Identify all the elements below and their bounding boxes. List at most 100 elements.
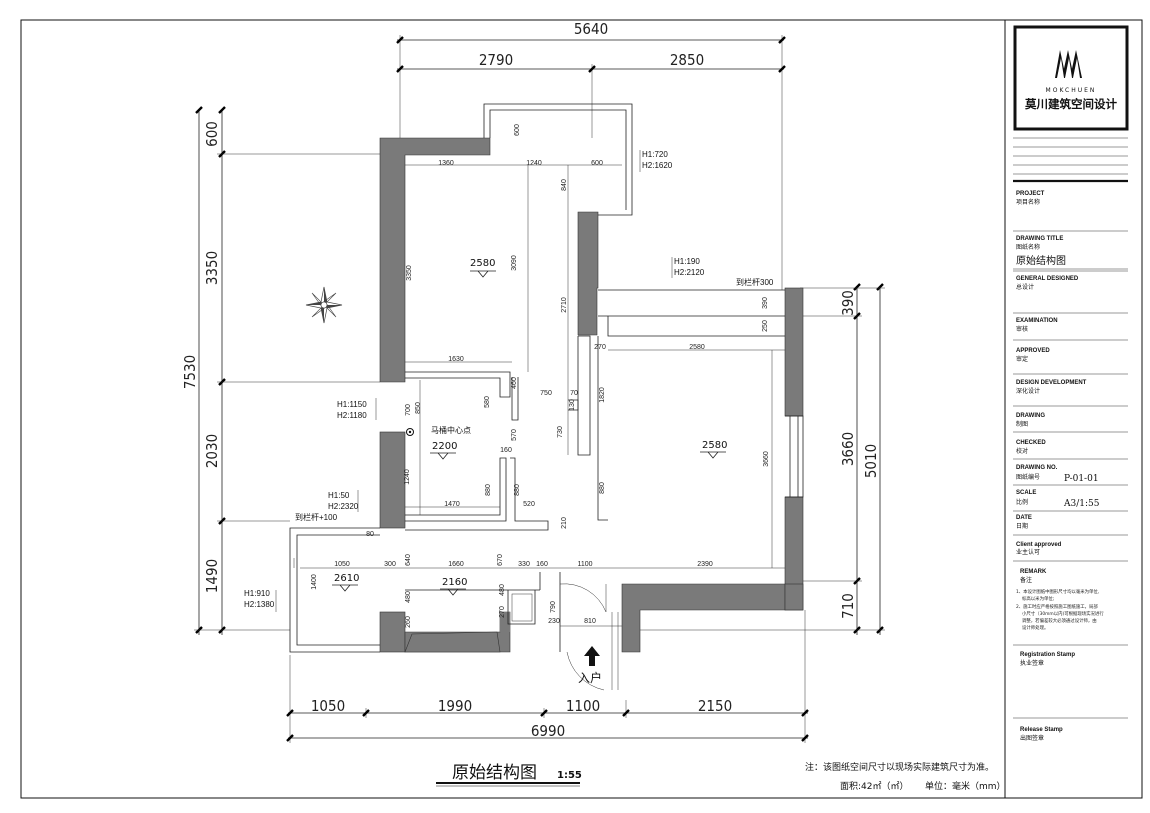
dim-700: 700 xyxy=(405,404,412,416)
no-en: DRAWING NO. xyxy=(1016,465,1058,471)
dim-600-h: 600 xyxy=(591,160,603,167)
toilet-center-marker: 马桶中心点 xyxy=(406,425,471,436)
dim-2710: 2710 xyxy=(561,297,568,313)
brand-cn: 莫川建筑空间设计 xyxy=(1024,97,1117,111)
drawing-title: 原始结构图 xyxy=(452,763,537,783)
dim-300: 300 xyxy=(384,561,396,568)
dim-3350-inner: 3350 xyxy=(406,265,413,281)
drawing-note: 注：该图纸空间尺寸以现场实际建筑尺寸为准。 xyxy=(805,761,994,773)
dim-480-b: 480 xyxy=(499,584,506,596)
dim-bottom-d: 2150 xyxy=(698,697,732,715)
inner-lines xyxy=(289,103,804,691)
entrance-label: 入户 xyxy=(578,670,602,685)
remark-line-2d: 设计师处理。 xyxy=(1022,624,1048,631)
dim-right-c: 710 xyxy=(839,593,857,619)
w2-h1: H1:190 xyxy=(674,257,700,266)
scale-en: SCALE xyxy=(1016,490,1036,496)
drawing-title-value: 原始结构图 xyxy=(1016,254,1066,267)
dim-600-v: 600 xyxy=(514,124,521,136)
w3-h1: H1:1150 xyxy=(337,400,367,409)
height-room-d: 2610 xyxy=(334,573,359,584)
w4-rail: 到栏杆+100 xyxy=(295,512,338,522)
dim-1050-inner: 1050 xyxy=(334,561,350,568)
walls xyxy=(379,137,804,653)
scale-value: A3/1:55 xyxy=(1063,499,1100,509)
drawing-scale: 1:55 xyxy=(557,770,582,781)
dim-1240-v: 1240 xyxy=(404,469,411,485)
compass-rose-icon xyxy=(305,286,343,324)
window-notes: H1:720 H2:1620 H1:190 H2:2120 到栏杆300 H1:… xyxy=(244,150,774,612)
registration-en: Registration Stamp xyxy=(1020,652,1075,658)
remark-line-2: 2、施工时应严格按照施工图纸施工，局部 xyxy=(1016,603,1098,610)
drawing-title-cn: 图纸名称 xyxy=(1016,243,1040,251)
drawing-cn: 制图 xyxy=(1016,420,1028,428)
entrance-marker: 入户 xyxy=(578,646,602,685)
remark-line-2c: 调整，若偏差较大必须通过设计师，由 xyxy=(1022,617,1097,624)
date-cn: 日期 xyxy=(1016,522,1028,530)
height-room-e: 2160 xyxy=(442,577,467,588)
dim-left-b: 3350 xyxy=(203,251,221,285)
scale-cn: 比例 xyxy=(1016,498,1028,506)
dev-en: DESIGN DEVELOPMENT xyxy=(1016,380,1087,386)
dim-810: 810 xyxy=(584,618,596,625)
client-cn: 业主认可 xyxy=(1016,548,1040,556)
dim-1400: 1400 xyxy=(311,574,318,590)
dim-1630: 1630 xyxy=(448,356,464,363)
dim-left-a: 600 xyxy=(203,121,221,147)
dim-bottom-total: 6990 xyxy=(531,722,565,740)
mokchuen-logo-icon xyxy=(1055,50,1082,78)
dim-570: 570 xyxy=(511,429,518,441)
dim-670: 670 xyxy=(497,554,504,566)
registration-cn: 执业签章 xyxy=(1020,659,1044,667)
dim-750: 750 xyxy=(540,390,552,397)
remark-line-1b: 标高以米为单位; xyxy=(1022,595,1054,602)
dim-70: 70 xyxy=(570,390,578,397)
dim-bottom-a: 1050 xyxy=(311,697,345,715)
dim-880-b: 880 xyxy=(485,484,492,496)
w1-h2: H2:1620 xyxy=(642,161,673,170)
dim-160: 160 xyxy=(500,447,512,454)
w4-h1: H1:50 xyxy=(328,491,350,500)
dim-850: 850 xyxy=(415,402,422,414)
approved-cn: 审定 xyxy=(1016,355,1028,363)
remark-line-2b: 小尺寸（30mm以内)可根据现场实况进行 xyxy=(1022,610,1104,617)
dim-80: 80 xyxy=(366,531,374,538)
dim-460: 460 xyxy=(511,377,518,389)
remark-en: REMARK xyxy=(1020,569,1047,575)
dim-top-b: 2850 xyxy=(670,51,704,69)
dim-top-total: 5640 xyxy=(574,20,608,38)
w5-h1: H1:910 xyxy=(244,589,270,598)
w2-rail: 到栏杆300 xyxy=(736,277,774,287)
remark-line-1: 1、本设计图纸中图形尺寸均以毫米为单位, xyxy=(1016,588,1099,595)
dim-left-d: 1490 xyxy=(203,559,221,593)
toilet-center-label: 马桶中心点 xyxy=(431,425,471,435)
dev-cn: 深化设计 xyxy=(1016,387,1040,395)
dim-1360: 1360 xyxy=(438,160,454,167)
dim-3660-inner: 3660 xyxy=(763,451,770,467)
dim-130: 130 xyxy=(569,399,576,411)
brand-en: MOKCHUEN xyxy=(1046,87,1097,94)
dim-840: 840 xyxy=(561,179,568,191)
client-en: Client approved xyxy=(1016,542,1062,548)
height-room-c: 2200 xyxy=(432,441,457,452)
w1-h1: H1:720 xyxy=(642,150,668,159)
drawing-unit: 单位：毫米（mm） xyxy=(925,780,1006,792)
drawing-area: 面积:42㎡（㎡） xyxy=(840,780,909,792)
approved-en: APPROVED xyxy=(1016,348,1050,354)
dim-880-a: 880 xyxy=(599,482,606,494)
dim-160-b: 160 xyxy=(536,561,548,568)
w3-h2: H2:1180 xyxy=(337,411,367,420)
w5-h2: H2:1380 xyxy=(244,600,275,609)
drawing-title-en: DRAWING TITLE xyxy=(1016,236,1063,242)
dim-bottom-c: 1100 xyxy=(566,697,600,715)
dim-left-total: 7530 xyxy=(181,355,199,389)
height-room-b: 2580 xyxy=(702,440,727,451)
dim-330: 330 xyxy=(518,561,530,568)
remark-cn: 备注 xyxy=(1020,576,1032,584)
general-en: GENERAL DESIGNED xyxy=(1016,276,1079,282)
dim-1470: 1470 xyxy=(444,501,460,508)
drawing-en: DRAWING xyxy=(1016,413,1045,419)
dim-580: 580 xyxy=(484,396,491,408)
dim-3090: 3090 xyxy=(511,255,518,271)
dim-1660: 1660 xyxy=(448,561,464,568)
